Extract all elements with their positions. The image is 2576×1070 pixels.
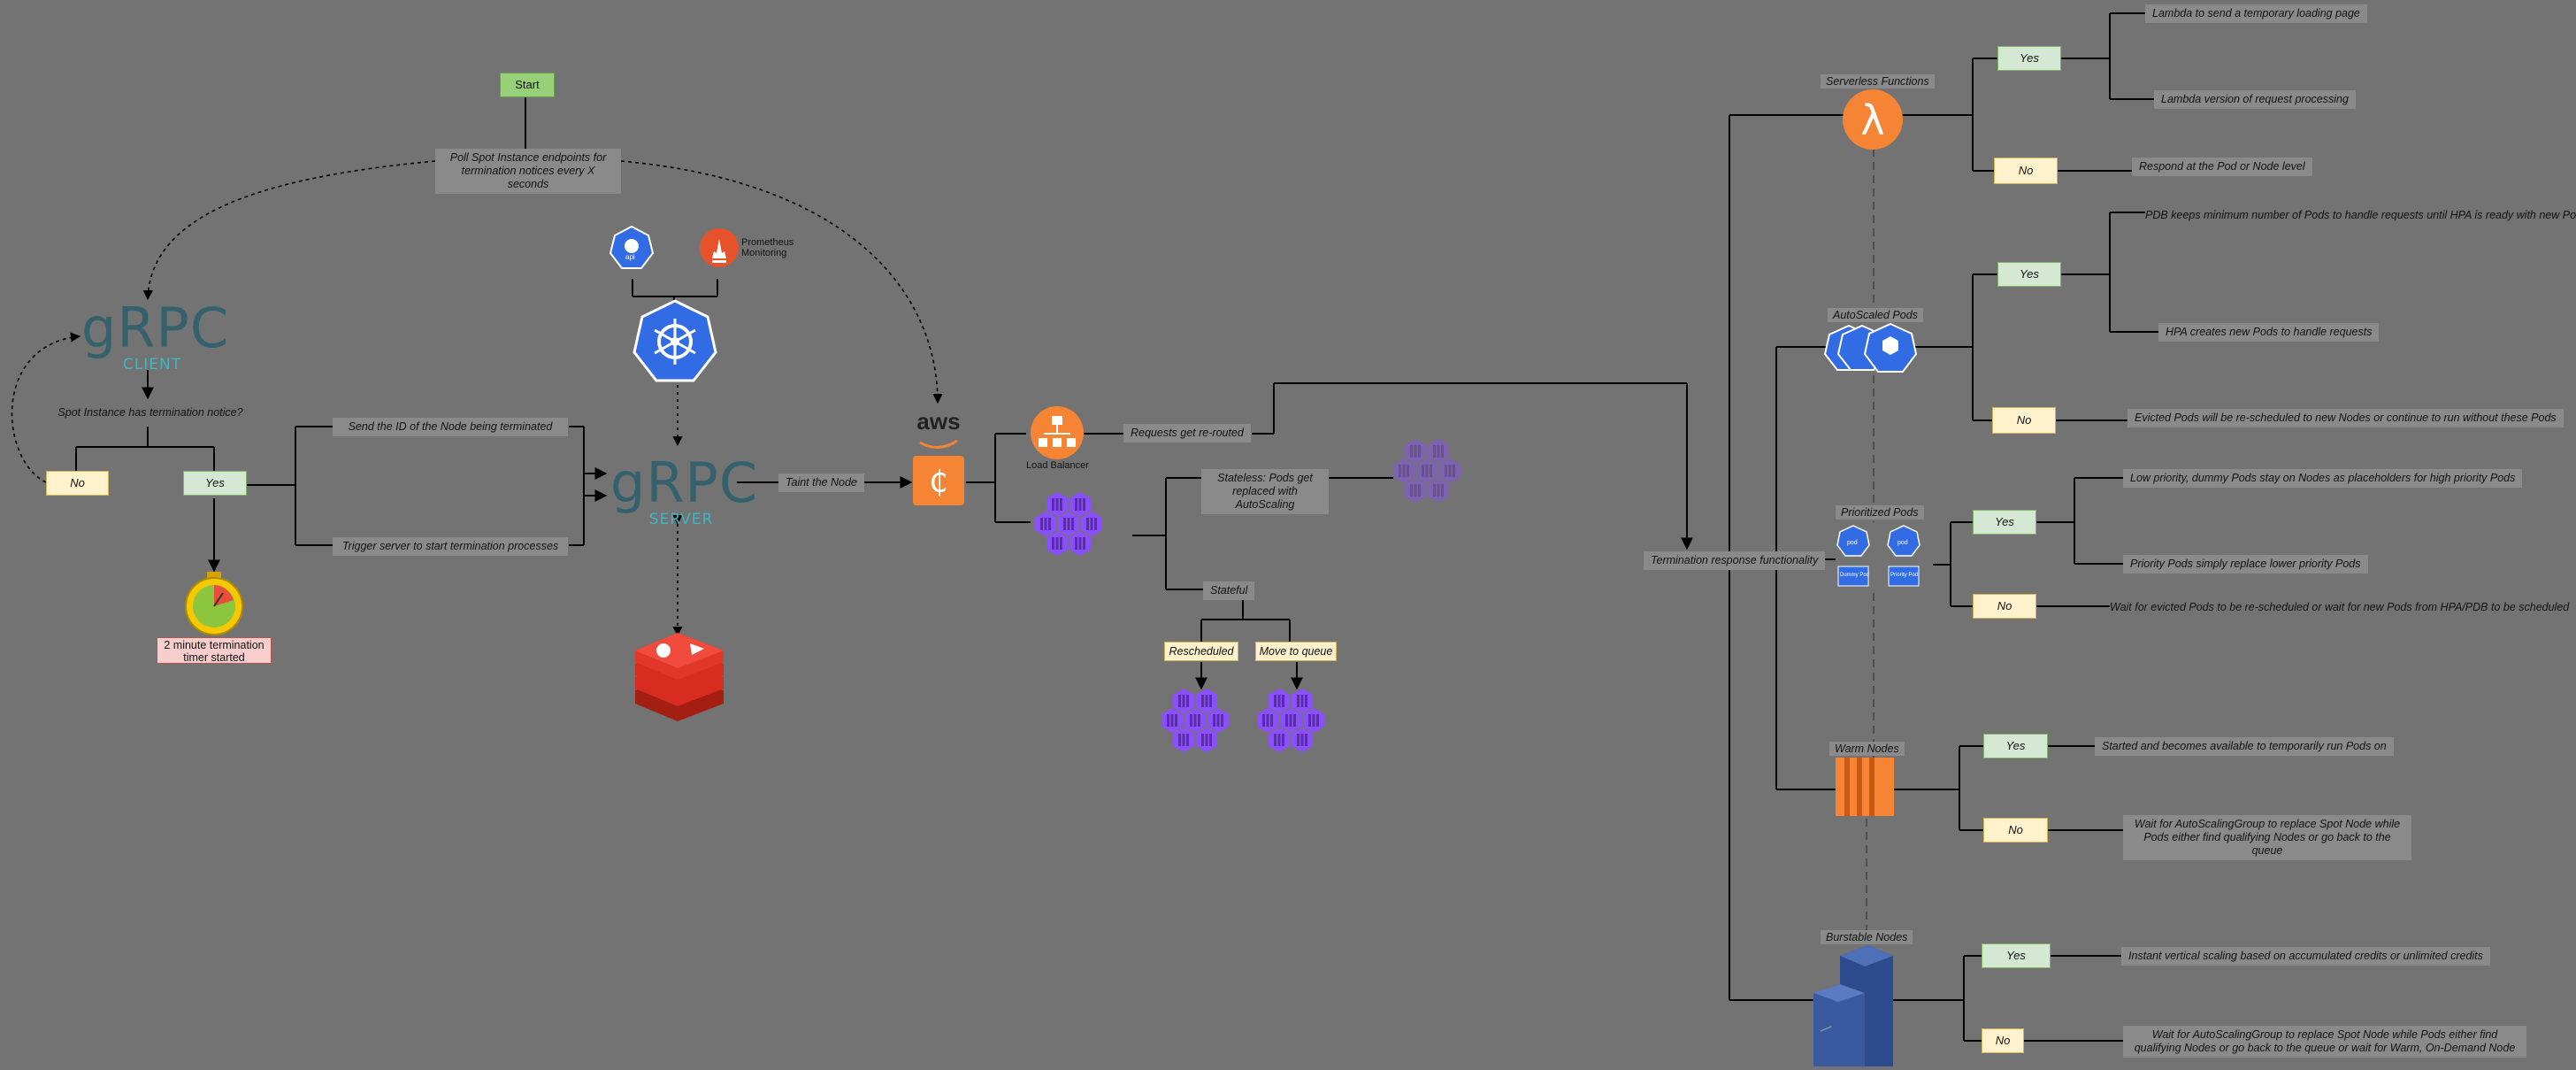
autoscaled-yes: Yes — [1997, 262, 2061, 287]
poll-label: Poll Spot Instance endpoints for termina… — [435, 149, 621, 194]
warm-no: No — [1983, 818, 2048, 843]
dummy-pod-text: Dummy Pod — [1840, 573, 1870, 578]
grpc-client-logo: gRPC — [81, 296, 230, 360]
rerouted-label: Requests get re-routed — [1123, 424, 1251, 443]
kube-api-icon — [609, 225, 655, 269]
priority-pod-text: Priority Pod — [1890, 573, 1919, 578]
rescheduled-label: Rescheduled — [1164, 642, 1238, 661]
autoscaled-yes-text-2: HPA creates new Pods to handle requests — [2158, 323, 2380, 342]
stateful-label: Stateful — [1203, 581, 1255, 600]
autoscaled-title: AutoScaled Pods — [1828, 308, 1923, 322]
start-node: Start — [500, 73, 555, 97]
question-label: Spot Instance has termination notice? — [58, 406, 243, 419]
burstable-no-text: Wait for AutoScalingGroup to replace Spo… — [2123, 1026, 2526, 1058]
queue-label: Move to queue — [1255, 642, 1337, 661]
warm-yes-text: Started and becomes available to tempora… — [2095, 737, 2394, 756]
autoscaled-yes-text-1: PDB keeps minimum number of Pods to hand… — [2145, 209, 2576, 221]
burstable-no: No — [1982, 1028, 2024, 1053]
kubernetes-icon — [632, 299, 717, 382]
lb-text: Load Balancer — [1026, 460, 1089, 471]
termination-label: Termination response functionality — [1644, 551, 1826, 570]
grpc-client-role: CLIENT — [122, 356, 182, 373]
trigger-label: Trigger server to start termination proc… — [333, 537, 568, 556]
pods-queue-icon — [1257, 689, 1324, 752]
serverless-title: Serverless Functions — [1821, 74, 1935, 89]
load-balancer-icon — [1031, 406, 1084, 459]
prioritized-pods-icon — [1836, 525, 1920, 587]
autoscaled-pods-icon — [1823, 322, 1918, 373]
aws-logo: aws — [916, 408, 961, 435]
prioritized-yes-text-2: Priority Pods simply replace lower prior… — [2123, 555, 2368, 573]
warm-node-icon — [1836, 758, 1894, 816]
redis-icon — [635, 633, 724, 721]
serverless-no: No — [1994, 158, 2058, 184]
stopwatch-icon — [185, 572, 243, 635]
prioritized-no: No — [1973, 594, 2036, 619]
serverless-yes-text-2: Lambda version of request processing — [2154, 90, 2356, 109]
autoscaled-no: No — [1992, 407, 2056, 434]
svg-text:₵: ₵ — [929, 465, 948, 500]
aws-spot-icon: ₵ — [913, 439, 964, 505]
no-box-client: No — [46, 471, 109, 496]
prioritized-yes-text-1: Low priority, dummy Pods stay on Nodes a… — [2123, 469, 2523, 488]
burstable-yes: Yes — [1982, 943, 2051, 968]
timer-label: 2 minute termination timer started — [157, 637, 272, 664]
send-id-label: Send the ID of the Node being terminated — [333, 418, 568, 436]
warm-yes: Yes — [1983, 734, 2048, 758]
serverless-yes: Yes — [1997, 46, 2061, 71]
pod-text-1: pod — [1847, 540, 1858, 546]
prometheus-icon — [700, 228, 739, 267]
warm-title: Warm Nodes — [1829, 742, 1905, 756]
grpc-server-logo: gRPC — [610, 450, 759, 515]
grpc-server-role: SERVER — [648, 511, 714, 528]
autoscaled-no-text: Evicted Pods will be re-scheduled to new… — [2128, 409, 2564, 427]
prometheus-text: Prometheus Monitoring — [741, 237, 794, 258]
pods-faded-icon — [1393, 439, 1460, 503]
grpc-client: gRPC CLIENT — [81, 296, 230, 374]
pods-cluster-icon — [1035, 492, 1102, 556]
lambda-icon: λ — [1843, 89, 1903, 150]
prioritized-title: Prioritized Pods — [1836, 505, 1924, 520]
serverless-no-text: Respond at the Pod or Node level — [2132, 158, 2312, 176]
prioritized-yes: Yes — [1973, 510, 2036, 535]
pods-rescheduled-icon — [1162, 689, 1229, 752]
stateless-label: Stateless: Pods get replaced with AutoSc… — [1201, 469, 1329, 514]
svg-text:λ: λ — [1860, 96, 1884, 144]
yes-box-client: Yes — [183, 471, 247, 496]
burstable-nodes-icon — [1813, 945, 1893, 1066]
pod-text-2: pod — [1898, 540, 1908, 546]
serverless-yes-text-1: Lambda to send a temporary loading page — [2145, 4, 2367, 23]
burstable-yes-text: Instant vertical scaling based on accumu… — [2121, 947, 2490, 966]
prioritized-no-text: Wait for evicted Pods to be re-scheduled… — [2110, 601, 2570, 613]
warm-no-text: Wait for AutoScalingGroup to replace Spo… — [2123, 815, 2411, 860]
grpc-server: gRPC SERVER — [610, 450, 759, 529]
burstable-title: Burstable Nodes — [1821, 930, 1913, 944]
kube-api-text: api — [625, 253, 635, 261]
taint-label: Taint the Node — [778, 473, 864, 492]
